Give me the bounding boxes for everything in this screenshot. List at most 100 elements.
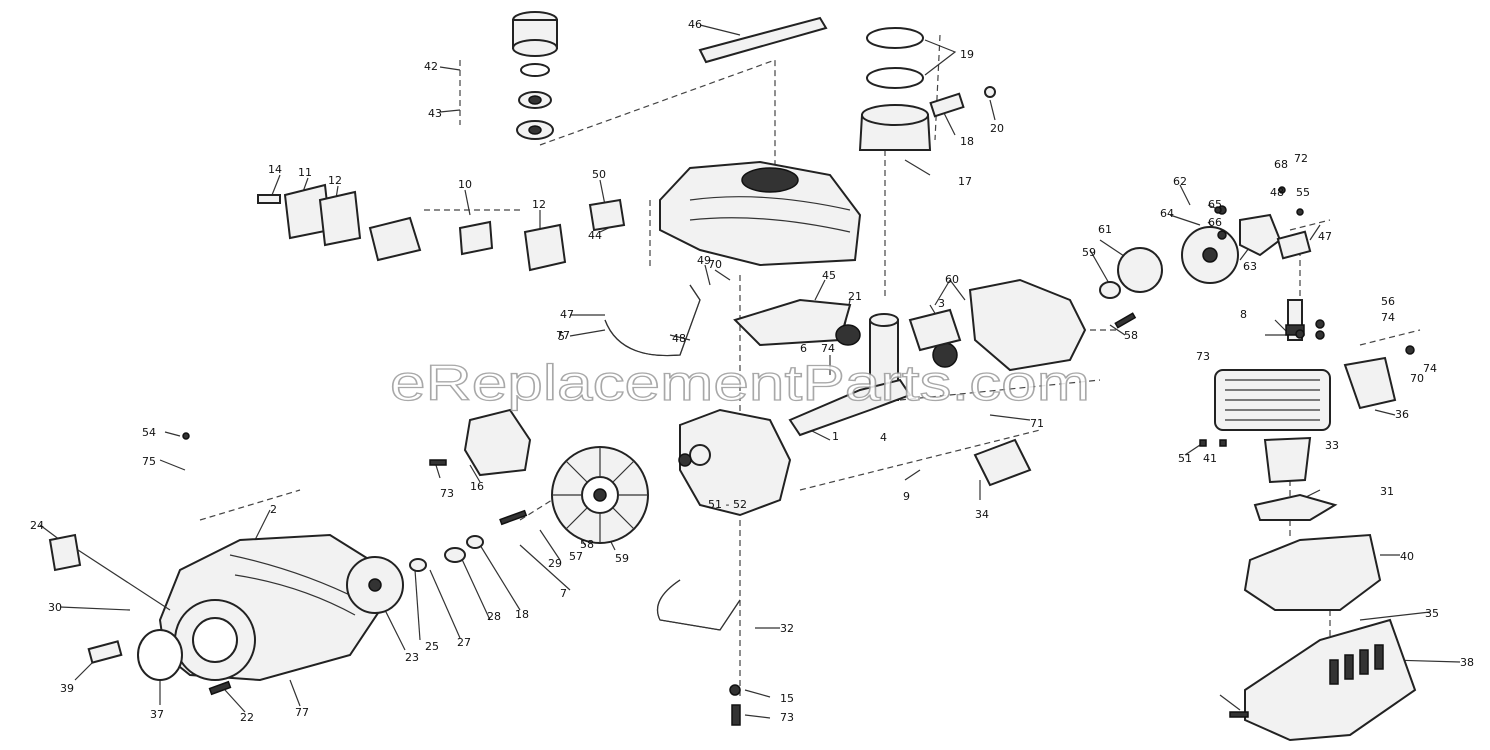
muffler [1243, 436, 1417, 742]
callout-label: 37 [150, 708, 164, 721]
callout-label: 18 [960, 135, 974, 148]
callout-label: 56 [1381, 295, 1395, 308]
callout-label: 6 [800, 342, 807, 355]
callout-label: 73 [440, 487, 454, 500]
air-filter-stack [512, 11, 558, 140]
callout-label: 71 [1030, 417, 1044, 430]
callout-label: 20 [990, 122, 1004, 135]
callout-label: 73 [1196, 350, 1210, 363]
callout-label: 60 [945, 273, 959, 286]
callout-label: 59 [1082, 246, 1096, 259]
callout-label: 18 [515, 608, 529, 621]
callout-label: 61 [1098, 223, 1112, 236]
callout-label: 31 [1380, 485, 1394, 498]
callout-label: 22 [240, 711, 254, 724]
callout-label: 12 [532, 198, 546, 211]
callout-label: 70 [708, 258, 722, 271]
callout-label: 12 [328, 174, 342, 187]
callout-label: 42 [424, 60, 438, 73]
callout-label: 58 [1124, 329, 1138, 342]
callout-label: 35 [1425, 607, 1439, 620]
callout-label: 36 [1395, 408, 1409, 421]
piston-assembly [858, 27, 996, 151]
callout-label: 68 [1274, 158, 1288, 171]
callout-label: 23 [405, 651, 419, 664]
callout-label: 21 [848, 290, 862, 303]
callout-label: 41 [1203, 452, 1217, 465]
callout-label: 28 [487, 610, 501, 623]
watermark-text: eReplacementParts.com [390, 355, 1090, 411]
callout-label: 29 [548, 557, 562, 570]
callout-label: 10 [458, 178, 472, 191]
crankcase [678, 298, 852, 517]
callout-label: 4 [880, 431, 887, 444]
gasket [973, 438, 1032, 487]
callout-label: 43 [428, 107, 442, 120]
callout-label: 7 [560, 587, 567, 600]
callout-label: 2 [270, 503, 277, 516]
callout-label: 77 [556, 329, 570, 342]
starter-pulley [346, 509, 528, 614]
callout-label: 17 [958, 175, 972, 188]
callout-label: 75 [142, 455, 156, 468]
callout-label: 55 [1296, 186, 1310, 199]
flywheel-fan [551, 446, 649, 544]
callout-label: 57 [569, 550, 583, 563]
callout-label: 73 [780, 711, 794, 724]
callout-label: 66 [1208, 216, 1222, 229]
callout-label: 54 [142, 426, 156, 439]
callout-label: 30 [48, 601, 62, 614]
callout-label: 47 [1318, 230, 1332, 243]
callout-label: 11 [298, 166, 312, 179]
fuel-tank [659, 160, 862, 267]
callout-label: 74 [1381, 311, 1395, 324]
callout-label: 64 [1160, 207, 1174, 220]
callout-label: 46 [688, 18, 702, 31]
fuel-lines [604, 284, 701, 357]
callout-label: 15 [780, 692, 794, 705]
callout-label: 27 [457, 636, 471, 649]
callout-label: 14 [268, 163, 282, 176]
callout-label: 72 [1294, 152, 1308, 165]
callout-label: 49 [697, 254, 711, 267]
callout-label: 58 [580, 538, 594, 551]
callout-label: 5 [558, 330, 565, 343]
callout-label: 47 [560, 308, 574, 321]
callout-label: 19 [960, 48, 974, 61]
callout-label: 63 [1243, 260, 1257, 273]
callout-label: 45 [822, 269, 836, 282]
callout-label: 24 [30, 519, 44, 532]
callout-label: 44 [588, 229, 602, 242]
callout-label: 74 [821, 342, 835, 355]
callout-label: 1 [832, 430, 839, 443]
callout-label: 25 [425, 640, 439, 653]
callout-label: 51 - 52 [708, 498, 747, 511]
cylinder [1214, 330, 1415, 431]
starter-housing [48, 533, 382, 682]
callout-label: 59 [615, 552, 629, 565]
callout-label: 74 [1423, 362, 1437, 375]
handle-tube [656, 579, 741, 631]
callout-label: 65 [1208, 198, 1222, 211]
callout-label: 48 [1270, 186, 1284, 199]
callout-label: 34 [975, 508, 989, 521]
intake-parts [257, 183, 626, 272]
ignition-module [463, 408, 532, 477]
callout-label: 40 [1400, 550, 1414, 563]
callout-label: 38 [1460, 656, 1474, 669]
fasteners [182, 206, 1325, 726]
flywheel-clutch [1099, 186, 1312, 299]
callout-label: 51 [1178, 452, 1192, 465]
callout-label: 8 [1240, 308, 1247, 321]
callout-label: 48 [672, 332, 686, 345]
fuel-line-strip [698, 16, 828, 64]
callout-label: 33 [1325, 439, 1339, 452]
callout-label: 3 [938, 297, 945, 310]
callout-label: 62 [1173, 175, 1187, 188]
callout-label: 9 [903, 490, 910, 503]
callout-label: 50 [592, 168, 606, 181]
callout-label: 70 [1410, 372, 1424, 385]
callout-label: 32 [780, 622, 794, 635]
